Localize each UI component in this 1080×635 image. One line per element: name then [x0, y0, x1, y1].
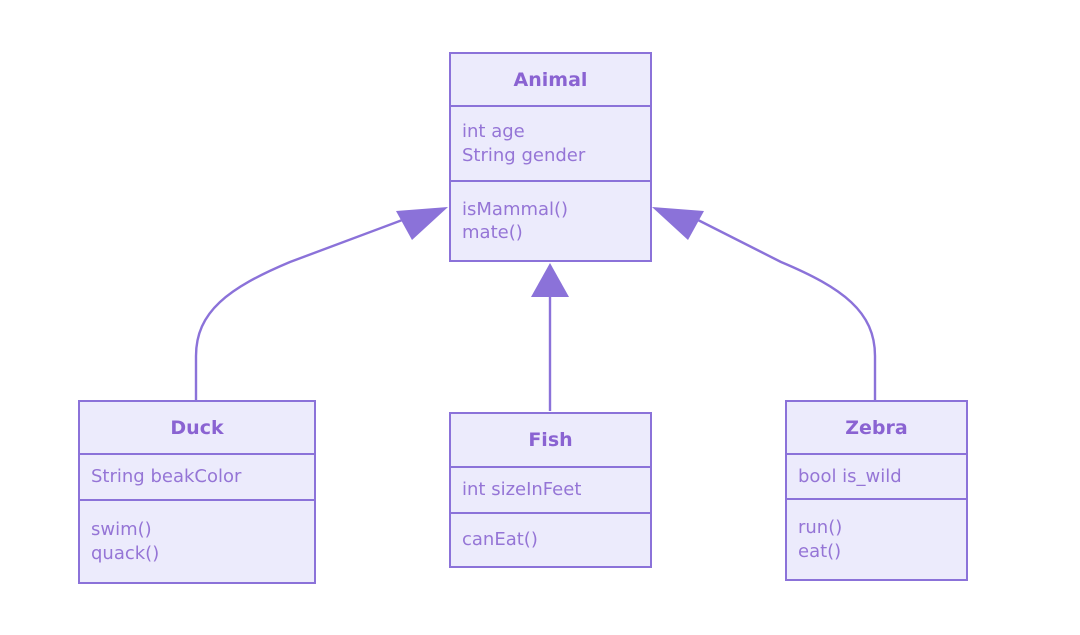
method-row: quack()	[91, 542, 160, 564]
class-box-zebra[interactable]: Zebra bool is_wild run() eat()	[785, 400, 968, 581]
edge-fish-arrowhead	[531, 263, 569, 297]
edge-zebra-inherits-animal	[652, 207, 877, 400]
edge-duck-arrowhead	[396, 207, 448, 240]
class-attributes-duck: String beakColor	[80, 455, 314, 501]
class-methods-fish: canEat()	[451, 514, 650, 566]
class-title-duck: Duck	[80, 402, 314, 455]
class-box-fish[interactable]: Fish int sizeInFeet canEat()	[449, 412, 652, 568]
class-title-zebra: Zebra	[787, 402, 966, 455]
class-title-animal: Animal	[451, 54, 650, 107]
class-box-duck[interactable]: Duck String beakColor swim() quack()	[78, 400, 316, 584]
method-row: isMammal()	[462, 198, 569, 220]
class-attributes-fish: int sizeInFeet	[451, 468, 650, 514]
method-row: eat()	[798, 540, 842, 562]
method-row: mate()	[462, 222, 523, 243]
attribute-row: bool is_wild	[798, 465, 902, 487]
edge-fish-inherits-animal	[531, 263, 569, 411]
edge-zebra-arrowhead	[652, 207, 704, 240]
method-row: swim()	[91, 519, 152, 541]
attribute-row: int sizeInFeet	[462, 479, 582, 501]
class-methods-zebra: run() eat()	[787, 500, 966, 579]
method-row: canEat()	[462, 529, 538, 551]
attribute-row: String gender	[462, 144, 586, 166]
edge-duck-inherits-animal	[194, 207, 448, 400]
edge-zebra-line	[695, 217, 877, 400]
class-attributes-zebra: bool is_wild	[787, 455, 966, 500]
class-methods-animal: isMammal() mate()	[451, 182, 650, 260]
edge-duck-line	[194, 217, 406, 400]
class-attributes-animal: int age String gender	[451, 107, 650, 182]
method-row: run()	[798, 517, 843, 539]
attribute-row: String beakColor	[91, 466, 242, 488]
class-box-animal[interactable]: Animal int age String gender isMammal() …	[449, 52, 652, 262]
class-methods-duck: swim() quack()	[80, 501, 314, 582]
class-title-fish: Fish	[451, 414, 650, 468]
attribute-row: int age	[462, 121, 525, 143]
